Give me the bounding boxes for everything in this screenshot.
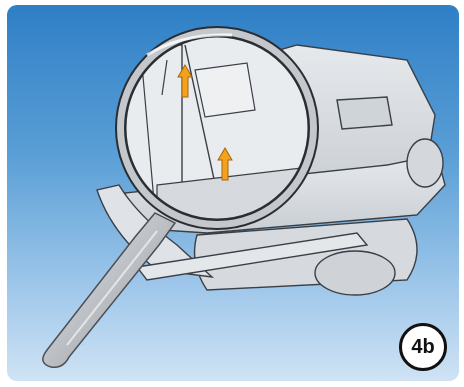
magnifier-icon xyxy=(43,213,175,367)
step-label: 4b xyxy=(411,336,434,359)
device-illustration xyxy=(7,5,459,381)
step-badge: 4b xyxy=(399,323,447,371)
illustration-panel: 4b xyxy=(7,5,459,381)
